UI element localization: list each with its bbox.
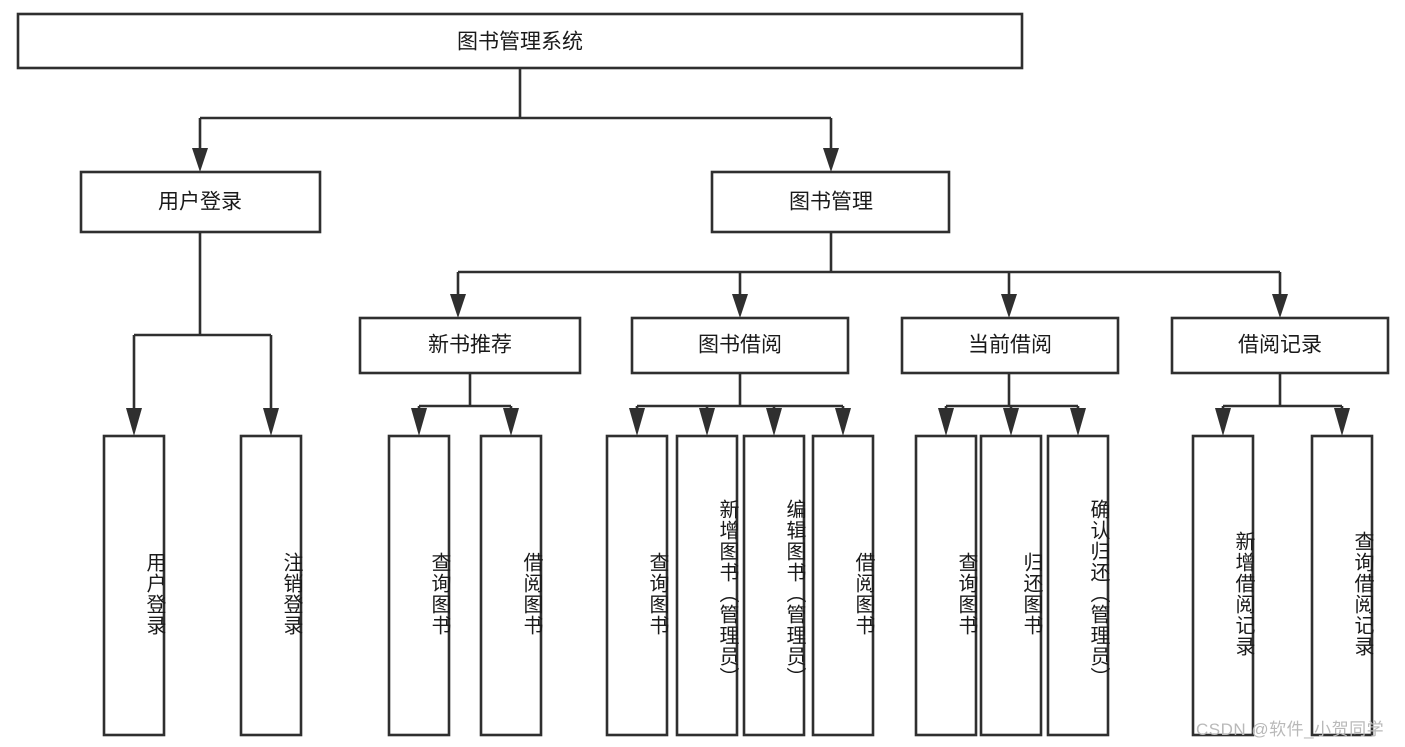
arrow-head-leaf-8 [835, 408, 851, 436]
arrow-head-leaf-9 [938, 408, 954, 436]
node-borrow-record-box[interactable] [1170, 316, 1390, 375]
arrow-head-leaf-1 [126, 408, 142, 436]
connector-group [126, 68, 1350, 436]
node-book-manage-label: 图书管理 [789, 191, 873, 214]
node-new-book-rec-box[interactable] [358, 316, 582, 375]
node-leaf-10-box[interactable] [979, 434, 1043, 737]
arrow-head-leaf-12 [1215, 408, 1231, 436]
node-leaf-3-box[interactable] [387, 434, 451, 737]
node-current-borrow[interactable]: 当前借阅 [900, 316, 1120, 375]
node-book-borrow-box[interactable] [630, 316, 850, 375]
node-user-login-label: 用户登录 [158, 191, 242, 214]
arrow-head-new-book-rec [450, 294, 466, 318]
node-leaf-8-box[interactable] [811, 434, 875, 737]
node-root-label: 图书管理系统 [457, 31, 583, 54]
node-borrow-record-label: 借阅记录 [1238, 334, 1322, 357]
arrow-head-leaf-7 [766, 408, 782, 436]
arrow-head-leaf-4 [503, 408, 519, 436]
node-leaf-5-box[interactable] [605, 434, 669, 737]
arrow-head-leaf-10 [1003, 408, 1019, 436]
node-root-box[interactable] [16, 12, 1024, 70]
arrow-head-leaf-6 [699, 408, 715, 436]
node-user-login-box[interactable] [79, 170, 322, 234]
node-current-borrow-label: 当前借阅 [968, 334, 1052, 357]
arrow-head-leaf-2 [263, 408, 279, 436]
arrow-head-leaf-13 [1334, 408, 1350, 436]
node-leaf-11-box[interactable] [1046, 434, 1110, 737]
node-new-book-rec[interactable]: 新书推荐 [358, 316, 582, 375]
arrow-head-current-borrow [1001, 294, 1017, 318]
arrow-head-leaf-5 [629, 408, 645, 436]
arrow-head-book-manage [823, 148, 839, 172]
node-leaf-1-box[interactable] [102, 434, 166, 737]
arrow-head-user-login [192, 148, 208, 172]
node-leaf-12-box[interactable] [1191, 434, 1255, 737]
node-borrow-record[interactable]: 借阅记录 [1170, 316, 1390, 375]
node-leaf-6-box[interactable] [675, 434, 739, 737]
arrow-head-leaf-11 [1070, 408, 1086, 436]
node-leaf-9-box[interactable] [914, 434, 978, 737]
arrow-head-book-borrow [732, 294, 748, 318]
node-leaf-4-box[interactable] [479, 434, 543, 737]
node-new-book-rec-label: 新书推荐 [428, 334, 512, 357]
arrow-head-leaf-3 [411, 408, 427, 436]
node-book-manage-box[interactable] [710, 170, 951, 234]
node-current-borrow-box[interactable] [900, 316, 1120, 375]
csdn-watermark: CSDN @软件_小贺同学 [1196, 720, 1385, 739]
arrow-head-borrow-record [1272, 294, 1288, 318]
node-book-borrow[interactable]: 图书借阅 [630, 316, 850, 375]
node-root[interactable]: 图书管理系统 [16, 12, 1024, 70]
node-leaf-7-box[interactable] [742, 434, 806, 737]
node-user-login[interactable]: 用户登录 [79, 170, 322, 234]
node-leaf-2-box[interactable] [239, 434, 303, 737]
node-book-borrow-label: 图书借阅 [698, 334, 782, 357]
node-leaf-13-box[interactable] [1310, 434, 1374, 737]
node-book-manage[interactable]: 图书管理 [710, 170, 951, 234]
